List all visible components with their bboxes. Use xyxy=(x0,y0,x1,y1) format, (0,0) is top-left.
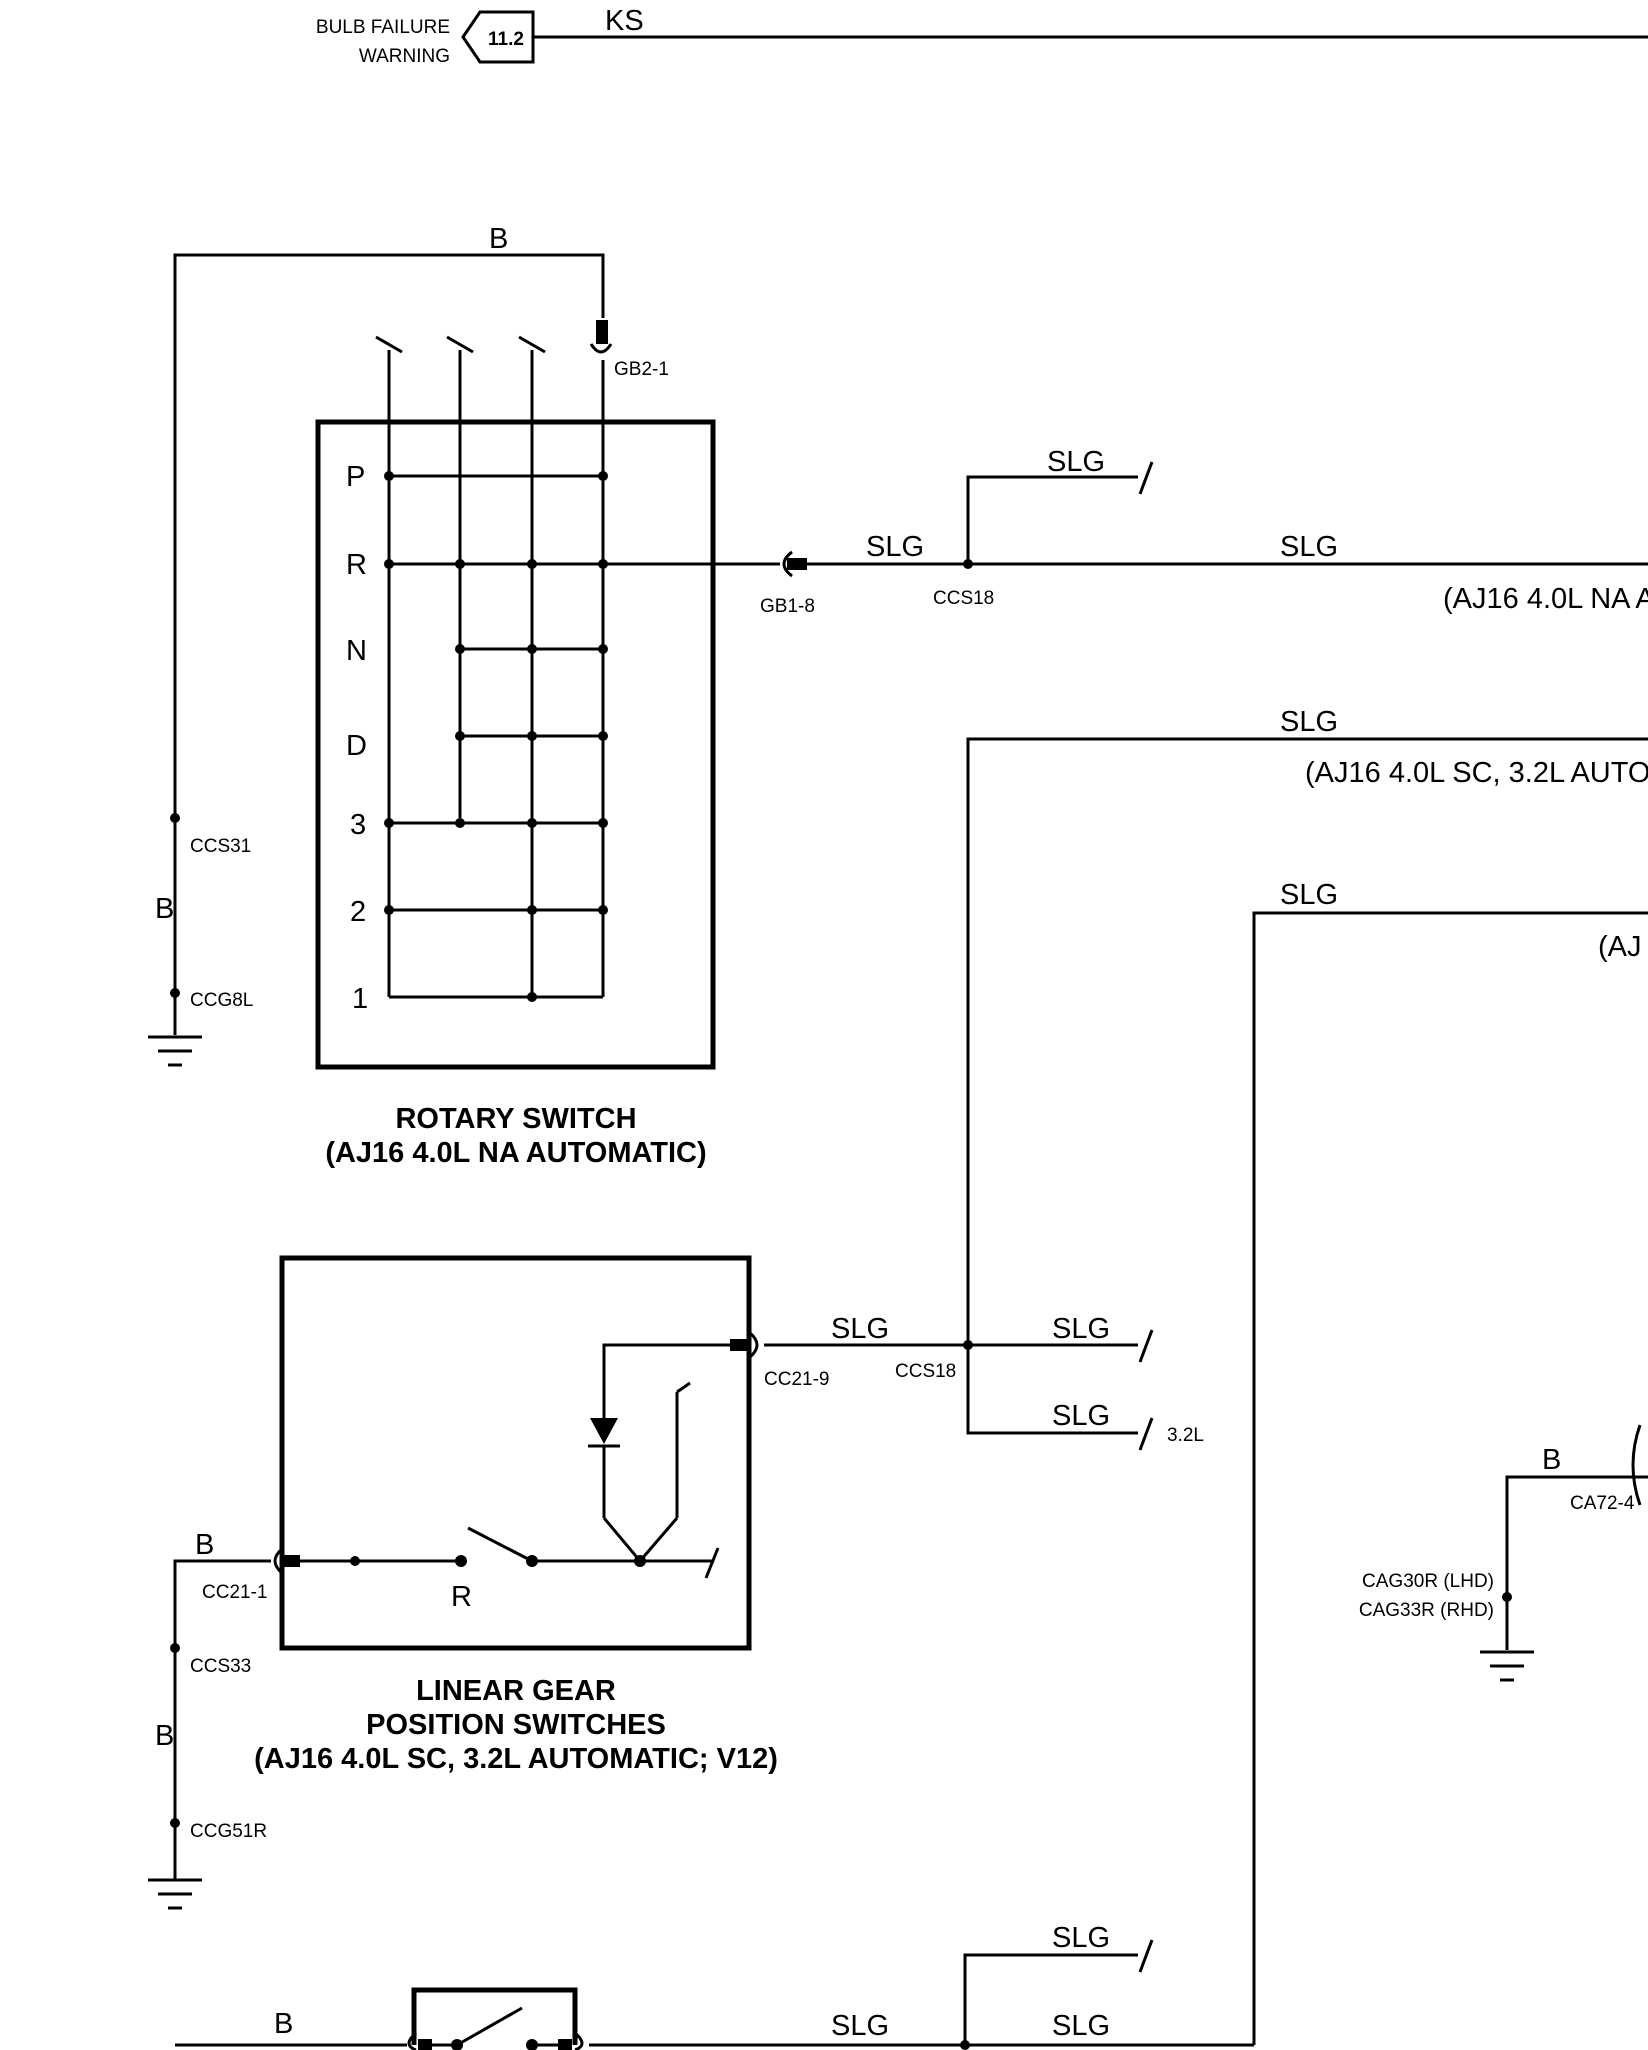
connector-ca72-4-icon xyxy=(1631,1424,1642,1506)
connector-cc21-1-label: CC21-1 xyxy=(202,1582,267,1603)
splice-ccg51r-dot xyxy=(170,1818,180,1828)
bottom-connector-right-icon xyxy=(558,2031,584,2050)
rotary-junction-dots xyxy=(384,471,608,1002)
rotary-switch: B CCS31 B CCG8L GB2-1 xyxy=(148,223,815,1169)
splice-ccs33-label: CCS33 xyxy=(190,1656,251,1677)
rotary-ground-wire xyxy=(173,253,605,1035)
rotary-title-line1: ROTARY SWITCH xyxy=(395,1103,636,1135)
bottom-switch-partial: B SLG SLG SLG xyxy=(175,1922,1254,2050)
splice-ccs31-dot xyxy=(170,813,180,823)
splice-ccs18-top-label: CCS18 xyxy=(933,588,994,609)
linear-wire-break-icon xyxy=(704,1547,720,1579)
right-ground-wire-label: B xyxy=(1542,1444,1561,1476)
ground-symbol-3-icon xyxy=(1480,1650,1534,1682)
splice-ccs33-dot xyxy=(170,1643,180,1653)
gear-label-1: 1 xyxy=(352,983,368,1015)
linear-gear-switches: CC21-9 R CC21-1 B CCS33 B CCG xyxy=(148,1255,829,1910)
wire-break-icon xyxy=(1138,461,1154,495)
linear-wire-in-label: B xyxy=(195,1529,214,1561)
slg-label-2: SLG xyxy=(1047,446,1105,478)
slg-label-10: SLG xyxy=(1052,1922,1110,1954)
variant-cut-label: (AJ xyxy=(1598,931,1642,963)
reference-label-line2: WARNING xyxy=(359,46,450,67)
gear-label-3: 3 xyxy=(350,809,366,841)
gear-label-n: N xyxy=(346,635,367,667)
rotary-ground-wire-label: B xyxy=(489,223,508,255)
slg-label-6: SLG xyxy=(831,1313,889,1345)
ground-symbol-icon xyxy=(148,1035,202,1067)
splice-ccg8l-label: CCG8L xyxy=(190,990,253,1011)
linear-wire-side-label: B xyxy=(155,1720,174,1752)
ks-wire-label: KS xyxy=(605,5,644,37)
connector-gb1-8-label: GB1-8 xyxy=(760,596,815,617)
rotary-ground-side-label: B xyxy=(155,893,174,925)
splice-ccs18-mid-label: CCS18 xyxy=(895,1361,956,1382)
diode-icon xyxy=(588,1418,620,1448)
variant-na-label: (AJ16 4.0L NA A xyxy=(1443,583,1648,615)
note-32l-label: 3.2L xyxy=(1167,1425,1204,1446)
connector-gb1-8-icon xyxy=(782,550,807,578)
gear-label-r: R xyxy=(346,549,367,581)
connector-cc21-9-label: CC21-9 xyxy=(764,1369,829,1390)
linear-title-line3: (AJ16 4.0L SC, 3.2L AUTOMATIC; V12) xyxy=(254,1743,778,1775)
splice-ccg51r-label: CCG51R xyxy=(190,1821,267,1842)
gear-label-2: 2 xyxy=(350,896,366,928)
splice-ccs31-label: CCS31 xyxy=(190,836,251,857)
linear-switch-box xyxy=(279,1255,752,1651)
slg-wires-upper: SLG CCS18 SLG SLG (AJ16 4.0L NA A SLG (A… xyxy=(807,446,1648,2045)
rotary-switch-box xyxy=(315,419,716,1070)
connector-gb2-1-icon xyxy=(589,320,613,354)
splice-ccg8l-dot xyxy=(170,988,180,998)
reference-page-number[interactable]: 11.2 xyxy=(488,29,524,50)
splice-cag30r-label: CAG30R (LHD) xyxy=(1362,1571,1494,1592)
reference-label-line1: BULB FAILURE xyxy=(316,17,450,38)
slg-label-1: SLG xyxy=(866,531,924,563)
gear-label-p: P xyxy=(346,461,365,493)
connector-ca72-4-label: CA72-4 xyxy=(1570,1493,1635,1514)
connector-gb2-1-label: GB2-1 xyxy=(614,359,669,380)
linear-position-r-label: R xyxy=(451,1581,472,1613)
splice-cag33r-label: CAG33R (RHD) xyxy=(1359,1600,1494,1621)
connector-cc21-9-icon xyxy=(730,1331,759,1359)
bulb-failure-reference: BULB FAILURE WARNING 11.2 KS xyxy=(316,5,1648,67)
ground-symbol-2-icon xyxy=(148,1878,202,1910)
gear-label-d: D xyxy=(346,730,367,762)
slg-label-5: SLG xyxy=(1280,879,1338,911)
bottom-wire-b-label: B xyxy=(274,2008,293,2040)
slg-label-11: SLG xyxy=(1052,2010,1110,2042)
slg-wires-lower: SLG CCS18 SLG SLG 3.2L xyxy=(764,1313,1204,1451)
linear-title-line1: LINEAR GEAR xyxy=(416,1675,616,1707)
slg-label-3: SLG xyxy=(1280,531,1338,563)
slg-label-7: SLG xyxy=(1052,1313,1110,1345)
right-ground-circuit: B CA72-4 CAG30R (LHD) CAG33R (RHD) xyxy=(1359,1424,1648,1682)
slg-label-9: SLG xyxy=(831,2010,889,2042)
rotary-title-line2: (AJ16 4.0L NA AUTOMATIC) xyxy=(325,1137,706,1169)
variant-sc-label: (AJ16 4.0L SC, 3.2L AUTO xyxy=(1305,757,1648,789)
linear-title-line2: POSITION SWITCHES xyxy=(366,1709,666,1741)
connector-cc21-1-icon xyxy=(273,1547,300,1575)
bottom-connector-left-icon xyxy=(407,2031,432,2050)
splice-cag-dot xyxy=(1502,1592,1512,1602)
slg-label-8: SLG xyxy=(1052,1400,1110,1432)
slg-label-4: SLG xyxy=(1280,706,1338,738)
